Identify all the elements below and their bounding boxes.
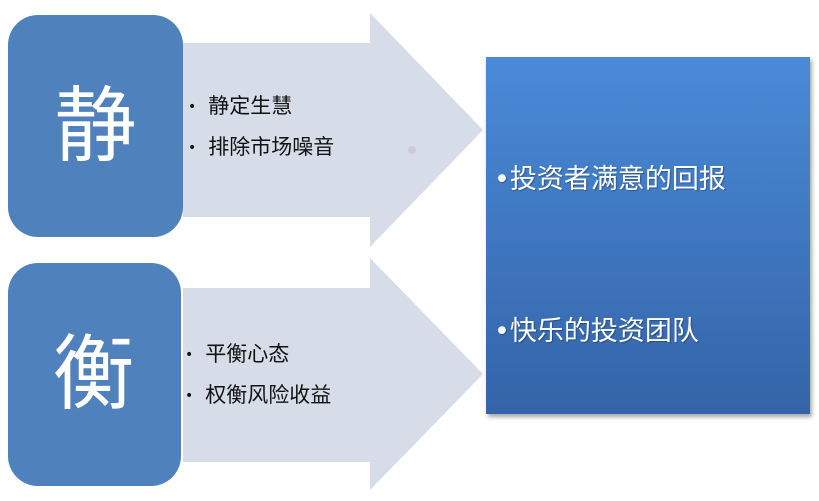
bullet-item: 静定生慧 — [188, 86, 334, 127]
bullet-item: 权衡风险收益 — [185, 375, 331, 416]
bullet-item: 排除市场噪音 — [188, 127, 334, 168]
bullet-list-jing: 静定生慧 排除市场噪音 — [188, 86, 334, 168]
result-item: •快乐的投资团队 — [494, 316, 699, 347]
box-heng — [8, 263, 181, 486]
arrow-bottom — [183, 258, 483, 490]
bullet-item: 平衡心态 — [185, 334, 331, 375]
result-box — [486, 57, 810, 414]
box-jing — [8, 15, 183, 237]
block-title-heng: 衡 — [52, 327, 135, 422]
dot-marker — [408, 146, 416, 154]
bullet-list-heng: 平衡心态 权衡风险收益 — [185, 334, 331, 416]
block-title-jing: 静 — [54, 79, 137, 174]
result-item: •投资者满意的回报 — [494, 164, 726, 195]
